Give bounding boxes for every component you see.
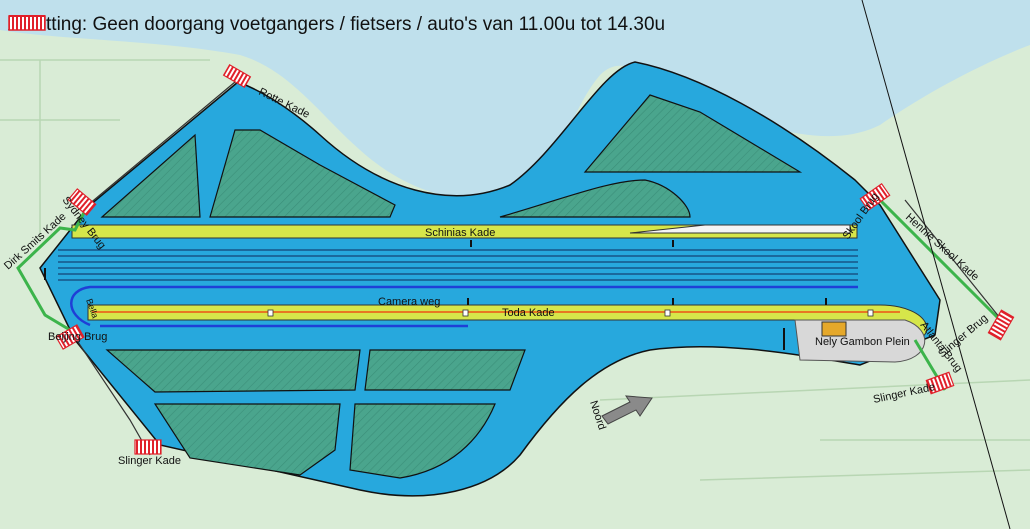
legend: Afzetting: Geen doorgang voetgangers / f… [8, 14, 665, 36]
barrier-skool-brug [859, 182, 891, 212]
island-sw-2 [364, 349, 526, 391]
camera-weg-line [70, 285, 858, 327]
north-arrow-icon [601, 395, 653, 425]
island-nw-1 [100, 133, 201, 218]
field-lines [0, 59, 1030, 481]
schinias-spur [629, 224, 851, 234]
label-schinias-kade: Schinias Kade [425, 227, 495, 239]
bridge-guideline [861, 0, 1011, 529]
barrier-sydney-brug [67, 188, 97, 216]
label-nely-gambon-plein: Nely Gambon Plein [815, 336, 910, 348]
legend-text: Afzetting: Geen doorgang voetgangers / f… [8, 14, 666, 35]
island-ne [583, 94, 803, 173]
road-small-boxes [267, 309, 874, 317]
lake [0, 0, 1030, 199]
barrier-rotte-kade [222, 63, 252, 89]
label-slinger-kade-bottom: Slinger Kade [118, 455, 181, 467]
rowing-lanes [58, 249, 858, 281]
barrier-icon [8, 15, 46, 31]
label-beijing-brug: Beijing Brug [48, 331, 107, 343]
barrier-slinger-brug [134, 439, 162, 455]
island-sw-4 [349, 403, 496, 479]
island-mid [499, 179, 691, 218]
island-nw-2 [209, 129, 396, 218]
stage-building [821, 321, 847, 337]
barrier-beijing-brug [55, 324, 85, 350]
barrier-hennie-skool-kade [987, 309, 1015, 341]
barrier-atlanta-brug [925, 371, 955, 395]
road-markers [467, 240, 827, 350]
island-sw-1 [105, 349, 361, 393]
island-sw-3 [153, 403, 341, 476]
label-camera-weg: Camera weg [378, 296, 440, 308]
label-toda-kade: Toda Kade [502, 307, 555, 319]
schinias-kade-road [71, 224, 858, 239]
